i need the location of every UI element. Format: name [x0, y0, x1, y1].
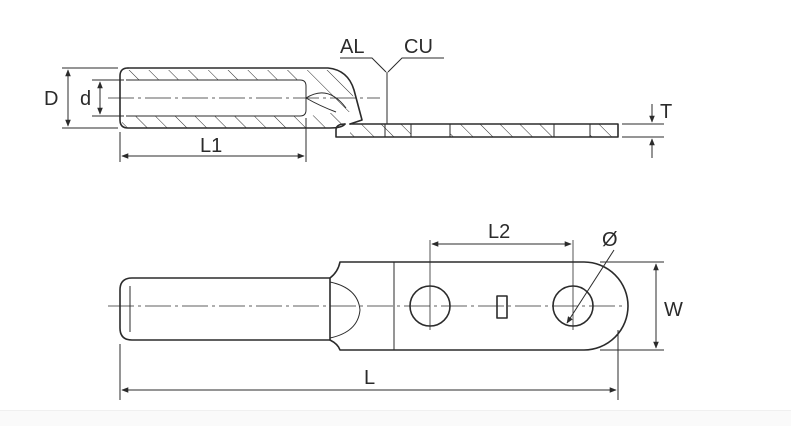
palm-hatch-cu-2 [450, 124, 554, 137]
palm-hatch-cu-1 [385, 124, 411, 137]
barrel-lower-wall-hatch [122, 112, 345, 128]
label-L1: L1 [200, 135, 222, 157]
section-view: D d L1 AL CU T [44, 36, 672, 162]
label-L: L [364, 367, 375, 389]
palm-hatch-al [350, 124, 385, 137]
label-CU: CU [404, 36, 433, 58]
palm-plan-outline [329, 261, 629, 351]
label-T: T [660, 101, 672, 123]
plan-view: L2 Ø W L [108, 221, 683, 400]
label-d: d [80, 88, 91, 110]
barrel-plan-outline [119, 277, 331, 341]
palm-hatch-cu-3 [590, 124, 618, 137]
label-L2: L2 [488, 221, 510, 243]
barrel-upper-wall-hatch [122, 70, 358, 112]
barrel-outline [127, 67, 363, 125]
label-AL: AL [340, 36, 364, 58]
label-D: D [44, 88, 58, 110]
palm-outline [335, 123, 619, 138]
bottom-strip [0, 410, 791, 426]
label-W: W [664, 299, 683, 321]
label-diameter: Ø [602, 229, 618, 251]
slot [496, 295, 508, 319]
